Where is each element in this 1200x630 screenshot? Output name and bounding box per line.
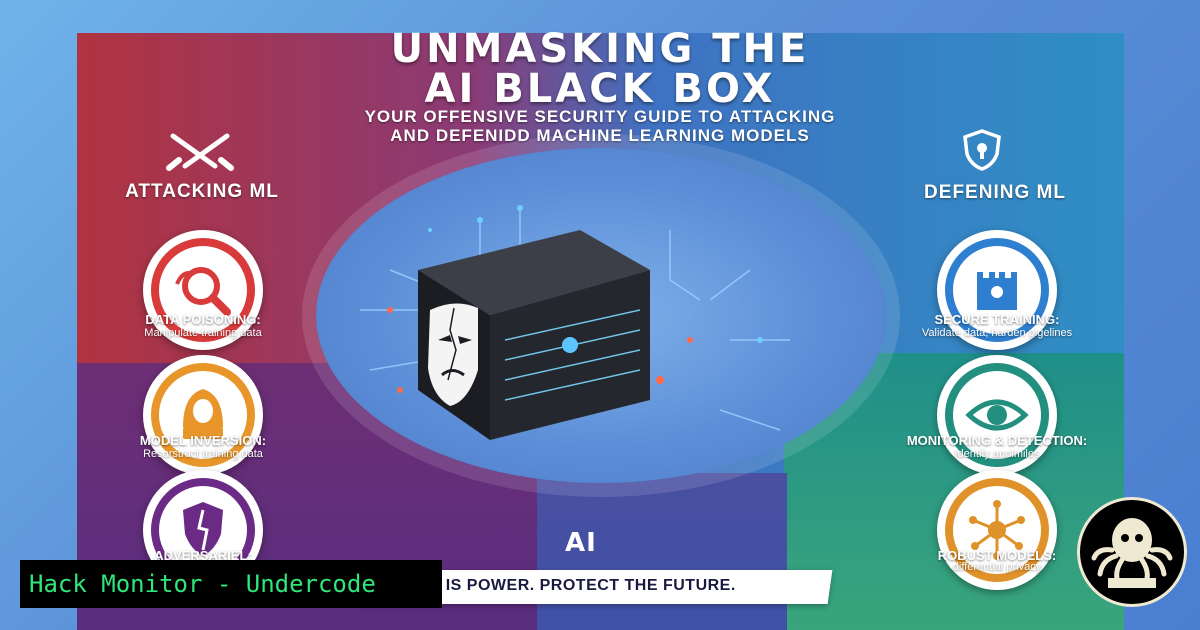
poster-subtitle-line2: AND DEFENIDD MACHINE LEARNING MODELS [390,126,810,145]
masked-shield-icon [159,486,247,574]
data-poisoning-label: DATA POISONING: [145,312,261,327]
attacking-ml-heading: ATTACKING ML [125,181,279,202]
crossed-swords-icon [166,133,234,171]
monitoring-label: MONITORING & DETECTION: [906,433,1088,448]
model-inversion-label: MODEL INVERSION: [139,433,267,448]
network-hub-icon [953,486,1041,574]
model-inversion-badge [143,355,263,475]
castle-shield-icon [953,246,1041,334]
poster-title-line2: AI BLACK BOX [424,66,776,112]
ai-label: AI [565,528,597,558]
poison-magnifier-icon [159,246,247,334]
hooded-hacker-icon [159,371,247,459]
secure-training-desc: Validate data, harden pigelines [921,327,1073,339]
defending-ml-heading: DEFENING ML [924,182,1066,203]
hack-monitor-badge: Hack Monitor - Undercode [20,560,442,608]
adversarial-label: ADVERSARIEL: [154,548,252,563]
poster-subtitle-line1: YOUR OFFENSIVE SECURITY GUIDE TO ATTACKI… [364,107,836,126]
eye-icon [953,371,1041,459]
data-poisoning-desc: Manipulate training data [144,327,262,339]
secure-training-badge [937,230,1057,350]
footer-banner-text: VLEDGE IS POWER. PROTECT THE FUTURE. [372,577,736,594]
model-inversion-desc: Resorstruct training data [143,448,263,460]
monitoring-badge [937,355,1057,475]
robust-models-label: ROBUST MODELS: [937,548,1057,563]
data-poisoning-badge [143,230,263,350]
monitoring-desc: Identify anolmiles [954,448,1040,460]
robust-models-badge [937,470,1057,590]
poster-title-line1: UNMASKING THE [390,26,810,72]
robust-models-desc: differential privacy [952,561,1042,573]
secure-training-label: SECURE TRAINING: [934,312,1060,327]
hack-monitor-brand: Hack Monitor - Undercode [29,570,376,598]
shield-lock-icon [963,129,1001,171]
black-box-mask-icon [360,205,790,440]
octopus-logo-icon [1077,497,1187,607]
